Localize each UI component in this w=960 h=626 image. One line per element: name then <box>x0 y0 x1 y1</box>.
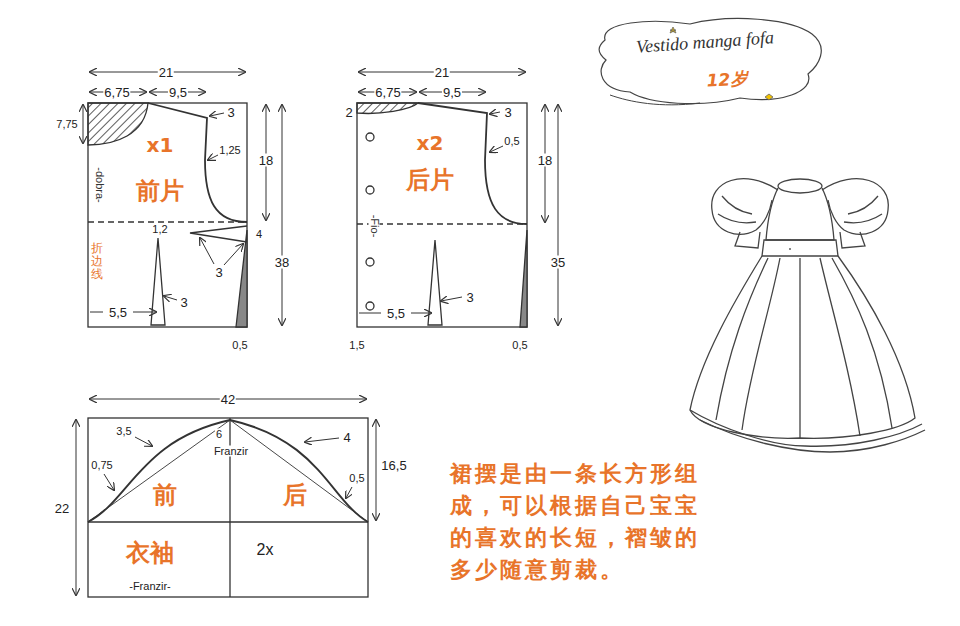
fold-label: -dobra- <box>94 165 105 204</box>
front-piece: x1 前片 <box>88 103 247 327</box>
dimension-label: 6,75 <box>374 86 401 99</box>
piece-label: 后 <box>281 483 309 507</box>
piece-label: x2 <box>415 133 446 153</box>
dimension-label: 9,5 <box>168 86 188 99</box>
piece-label: 前片 <box>134 179 186 203</box>
dimension-label: 0,5 <box>503 136 520 147</box>
dimension-label: 3 <box>179 296 188 309</box>
fold-label: -Fio- <box>369 213 380 240</box>
dimension-label: 22 <box>54 502 70 515</box>
dimension-label: 4 <box>255 229 263 240</box>
dimension-label: 1,2 <box>151 224 168 235</box>
dimension-label: 1,5 <box>348 340 365 351</box>
piece-label: 后片 <box>404 168 456 192</box>
back-piece: x2 后片 <box>357 103 527 327</box>
dimension-label: 21 <box>434 66 450 79</box>
dimension-label: 5,5 <box>108 306 128 319</box>
dimension-label: 16,5 <box>380 459 407 472</box>
dimension-label: 3 <box>465 291 474 304</box>
dimension-label: 0,5 <box>231 340 248 351</box>
dimension-label: 6 <box>215 429 223 440</box>
dimension-label: 35 <box>550 256 566 269</box>
piece-label: 前 <box>151 483 179 507</box>
dimension-label: 21 <box>158 66 174 79</box>
dimension-label: 0,5 <box>511 340 528 351</box>
dimension-label: 6,75 <box>103 86 130 99</box>
dimension-label: 3 <box>226 106 235 119</box>
dimension-label: 7,75 <box>55 119 78 130</box>
piece-label: x1 <box>145 135 176 155</box>
dimension-label: 3 <box>503 106 512 119</box>
dimension-label: 38 <box>274 256 290 269</box>
piece-label: 12岁 <box>706 70 748 89</box>
dimension-label: 4 <box>342 431 351 444</box>
dimension-label: 0,75 <box>90 460 113 471</box>
dimension-label: 3,5 <box>115 426 132 437</box>
dimension-label: 3 <box>214 266 223 279</box>
dimension-label: 5,5 <box>386 307 406 320</box>
note-text: 裙摆是由一条长方形组成，可以根据自己宝宝的喜欢的长短，褶皱的多少随意剪裁。 <box>450 458 712 586</box>
fold-line-label: 折边线 <box>91 242 103 282</box>
dimension-label: 2 <box>344 106 353 119</box>
dimension-label: 18 <box>258 154 274 167</box>
dimension-label: 42 <box>220 393 236 406</box>
piece-label: Vestido manga fofa <box>636 28 775 56</box>
dimension-label: -Franzir- <box>128 581 172 592</box>
dimension-label: 0,5 <box>348 473 365 484</box>
piece-label: 2x <box>255 542 276 558</box>
dimension-label: 9,5 <box>442 86 462 99</box>
title-cloud: Vestido manga fofa 12岁 <box>595 18 830 110</box>
dimension-label: Franzir <box>213 446 249 457</box>
piece-label: 衣袖 <box>124 541 176 565</box>
dimension-label: 18 <box>537 154 553 167</box>
dimension-label: 1,25 <box>218 145 241 156</box>
